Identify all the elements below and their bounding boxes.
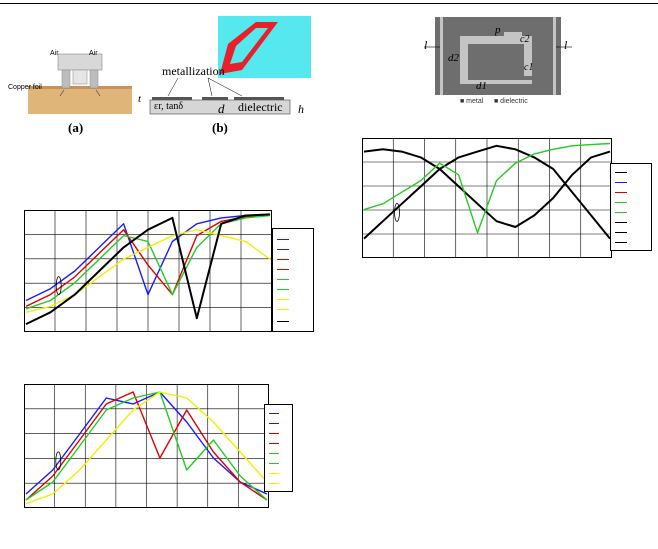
d-label: d — [218, 101, 225, 116]
legend-line — [615, 212, 627, 213]
metallization-label: metallization — [162, 64, 225, 78]
legend-line — [277, 289, 289, 290]
legend-line — [277, 321, 289, 322]
legend-line — [269, 473, 279, 474]
figure-b: metallization t d h εr, tanδ dielectric … — [138, 14, 313, 135]
legend-line — [269, 483, 279, 484]
figure-b-illustration — [149, 16, 311, 115]
dielectric-legend: ■ dielectric — [494, 98, 528, 105]
caption-a: (a) — [68, 120, 84, 135]
chart-middle-left-plot — [24, 210, 272, 332]
air-right-label: Air — [89, 50, 98, 57]
series-line-blue — [25, 391, 268, 495]
legend-line — [277, 299, 289, 300]
t-label: t — [138, 93, 142, 105]
series-line-black — [25, 213, 271, 326]
series-line-green — [363, 142, 611, 234]
legend-line — [269, 453, 279, 454]
chart-top-right-plot — [362, 138, 612, 258]
page-top-rule — [0, 3, 658, 4]
d1-label: d1 — [476, 80, 487, 92]
annotation-ellipse — [55, 276, 62, 296]
copper-block — [28, 88, 132, 114]
legend-line — [615, 222, 627, 223]
legend-line — [277, 259, 289, 260]
legend-line — [615, 232, 627, 233]
copper-foil-label: Copper foil — [8, 84, 42, 91]
legend-line — [277, 309, 289, 310]
legend-line — [615, 192, 627, 193]
legend-line — [277, 269, 289, 270]
chart-bottom-left-plot — [24, 384, 269, 508]
legend-line — [269, 423, 279, 424]
air-left-label: Air — [50, 50, 59, 57]
l-right-label: l — [564, 38, 568, 52]
legend-line — [269, 433, 279, 434]
metal-legend: ■ metal — [460, 98, 484, 105]
legend-line — [615, 182, 627, 183]
chart-top-right — [362, 138, 612, 263]
series-line-black — [363, 144, 611, 240]
annotation-ellipse — [55, 451, 62, 471]
annotation-ellipse — [394, 203, 400, 222]
dielectric-label: dielectric — [238, 100, 283, 114]
c2-label: c2 — [520, 34, 530, 45]
series-line-red — [25, 213, 271, 308]
legend-line — [615, 242, 627, 243]
legend-bottom-left — [264, 404, 293, 492]
series-line-blue — [25, 213, 271, 302]
legend-line — [615, 202, 627, 203]
legend-line — [277, 279, 289, 280]
legend-line — [269, 443, 279, 444]
h-label: h — [298, 102, 304, 116]
legend-line — [269, 413, 279, 414]
series-line-yellow — [25, 391, 268, 505]
legend-top-right — [610, 163, 652, 251]
series-line-red — [25, 391, 268, 501]
legend-line — [269, 463, 279, 464]
legend-line — [277, 239, 289, 240]
chart-middle-left — [24, 210, 272, 337]
legend-line — [615, 172, 627, 173]
d2-label: d2 — [448, 52, 459, 64]
c1-label: c1 — [524, 62, 534, 73]
caption-b: (b) — [212, 120, 228, 135]
legend-middle-left — [272, 228, 314, 332]
series-line-green — [25, 391, 268, 501]
l-left-label: l — [424, 38, 428, 52]
figure-a: Air Air Copper foil (a) — [8, 14, 140, 135]
resonator-figure: l l p c2 c1 d2 d1 ■ metal ■ dielectric — [420, 14, 580, 114]
epsilon-label: εr, tanδ — [154, 101, 184, 112]
resonator-illustration — [424, 17, 572, 95]
chart-bottom-left — [24, 384, 269, 513]
series-line-black — [363, 148, 611, 228]
series-line-yellow — [25, 229, 271, 313]
figure-a-illustration — [28, 53, 132, 114]
legend-line — [277, 249, 289, 250]
p-label: p — [495, 24, 501, 36]
